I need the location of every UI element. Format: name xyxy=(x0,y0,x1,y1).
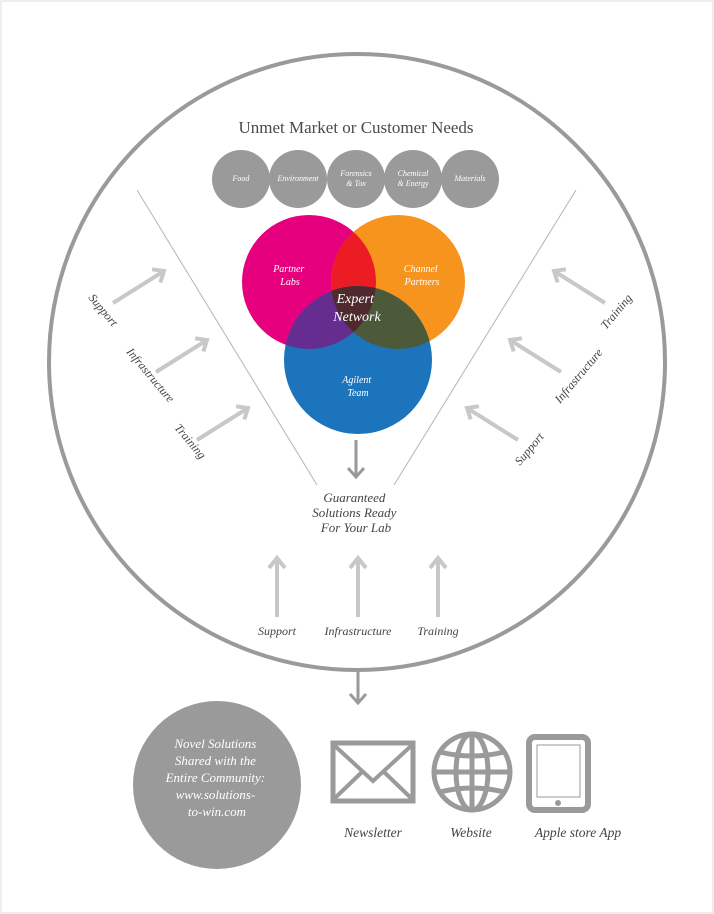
novel-solutions-text: Novel Solutions Shared with the Entire C… xyxy=(165,736,269,819)
channel-partners-label: Channel Partners xyxy=(404,264,441,288)
left-arrow-training xyxy=(195,404,251,442)
need-circle xyxy=(269,150,327,208)
need-bubble: Environment xyxy=(269,150,327,208)
need-circle xyxy=(441,150,499,208)
right-arrow-training xyxy=(551,267,607,305)
need-label: Food xyxy=(232,174,251,183)
left-label-training: Training xyxy=(172,421,209,462)
website-label: Website xyxy=(450,825,492,840)
need-label: Forensics& Tox xyxy=(339,169,371,188)
funnel-line-right xyxy=(393,189,577,486)
bottom-label-infrastructure: Infrastructure xyxy=(324,624,393,638)
bottom-label-training: Training xyxy=(417,624,458,638)
channel-team-overlap xyxy=(331,286,432,349)
right-label-support: Support xyxy=(512,429,548,468)
partner-team-overlap xyxy=(284,286,376,349)
need-label: Materials xyxy=(453,174,485,183)
need-circle xyxy=(327,150,385,208)
need-label: Environment xyxy=(276,174,319,183)
globe-icon xyxy=(431,731,513,813)
right-arrow-infrastructure xyxy=(507,336,563,374)
need-bubble: Chemical& Energy xyxy=(384,150,442,208)
funnel-line-left xyxy=(136,189,318,486)
expert-network-label: Expert Network xyxy=(332,292,381,325)
tablet-icon xyxy=(526,734,591,813)
down-arrow-community xyxy=(348,671,368,706)
need-bubble: Forensics& Tox xyxy=(327,150,385,208)
agilent-team-label: Agilent Team xyxy=(341,375,373,399)
need-bubble: Food xyxy=(212,150,270,208)
outer-circle xyxy=(47,52,667,672)
need-bubble: Materials xyxy=(441,150,499,208)
apple-store-app-label: Apple store App xyxy=(534,825,621,840)
down-arrow-venn xyxy=(346,440,366,480)
novel-solutions-circle xyxy=(133,701,301,869)
need-label: Chemical& Energy xyxy=(397,169,429,188)
left-label-support: Support xyxy=(86,291,122,330)
bottom-label-support: Support xyxy=(258,624,297,638)
venn-diagram: Partner Labs Channel Partners Expert Net… xyxy=(242,215,465,434)
need-circle xyxy=(384,150,442,208)
up-arrow xyxy=(428,554,448,617)
right-label-training: Training xyxy=(598,291,635,332)
up-arrow xyxy=(267,554,287,617)
up-arrows xyxy=(267,554,448,617)
left-arrow-support xyxy=(111,267,167,305)
needs-row: Food Environment Forensics& Tox Chemical& E… xyxy=(212,150,499,208)
left-arrow-infrastructure xyxy=(154,336,210,374)
right-label-infrastructure: Infrastructure xyxy=(551,345,606,407)
needs-title: Unmet Market or Customer Needs xyxy=(238,118,473,137)
newsletter-label: Newsletter xyxy=(343,825,402,840)
partner-labs-label: Partner Labs xyxy=(272,264,307,288)
right-arrow-support xyxy=(464,404,520,442)
envelope-icon xyxy=(330,740,416,804)
need-circle xyxy=(212,150,270,208)
result-text: Guaranteed Solutions Ready For Your Lab xyxy=(312,490,399,535)
side-arrows xyxy=(111,267,607,442)
up-arrow xyxy=(348,554,368,617)
left-label-infrastructure: Infrastructure xyxy=(123,344,178,406)
